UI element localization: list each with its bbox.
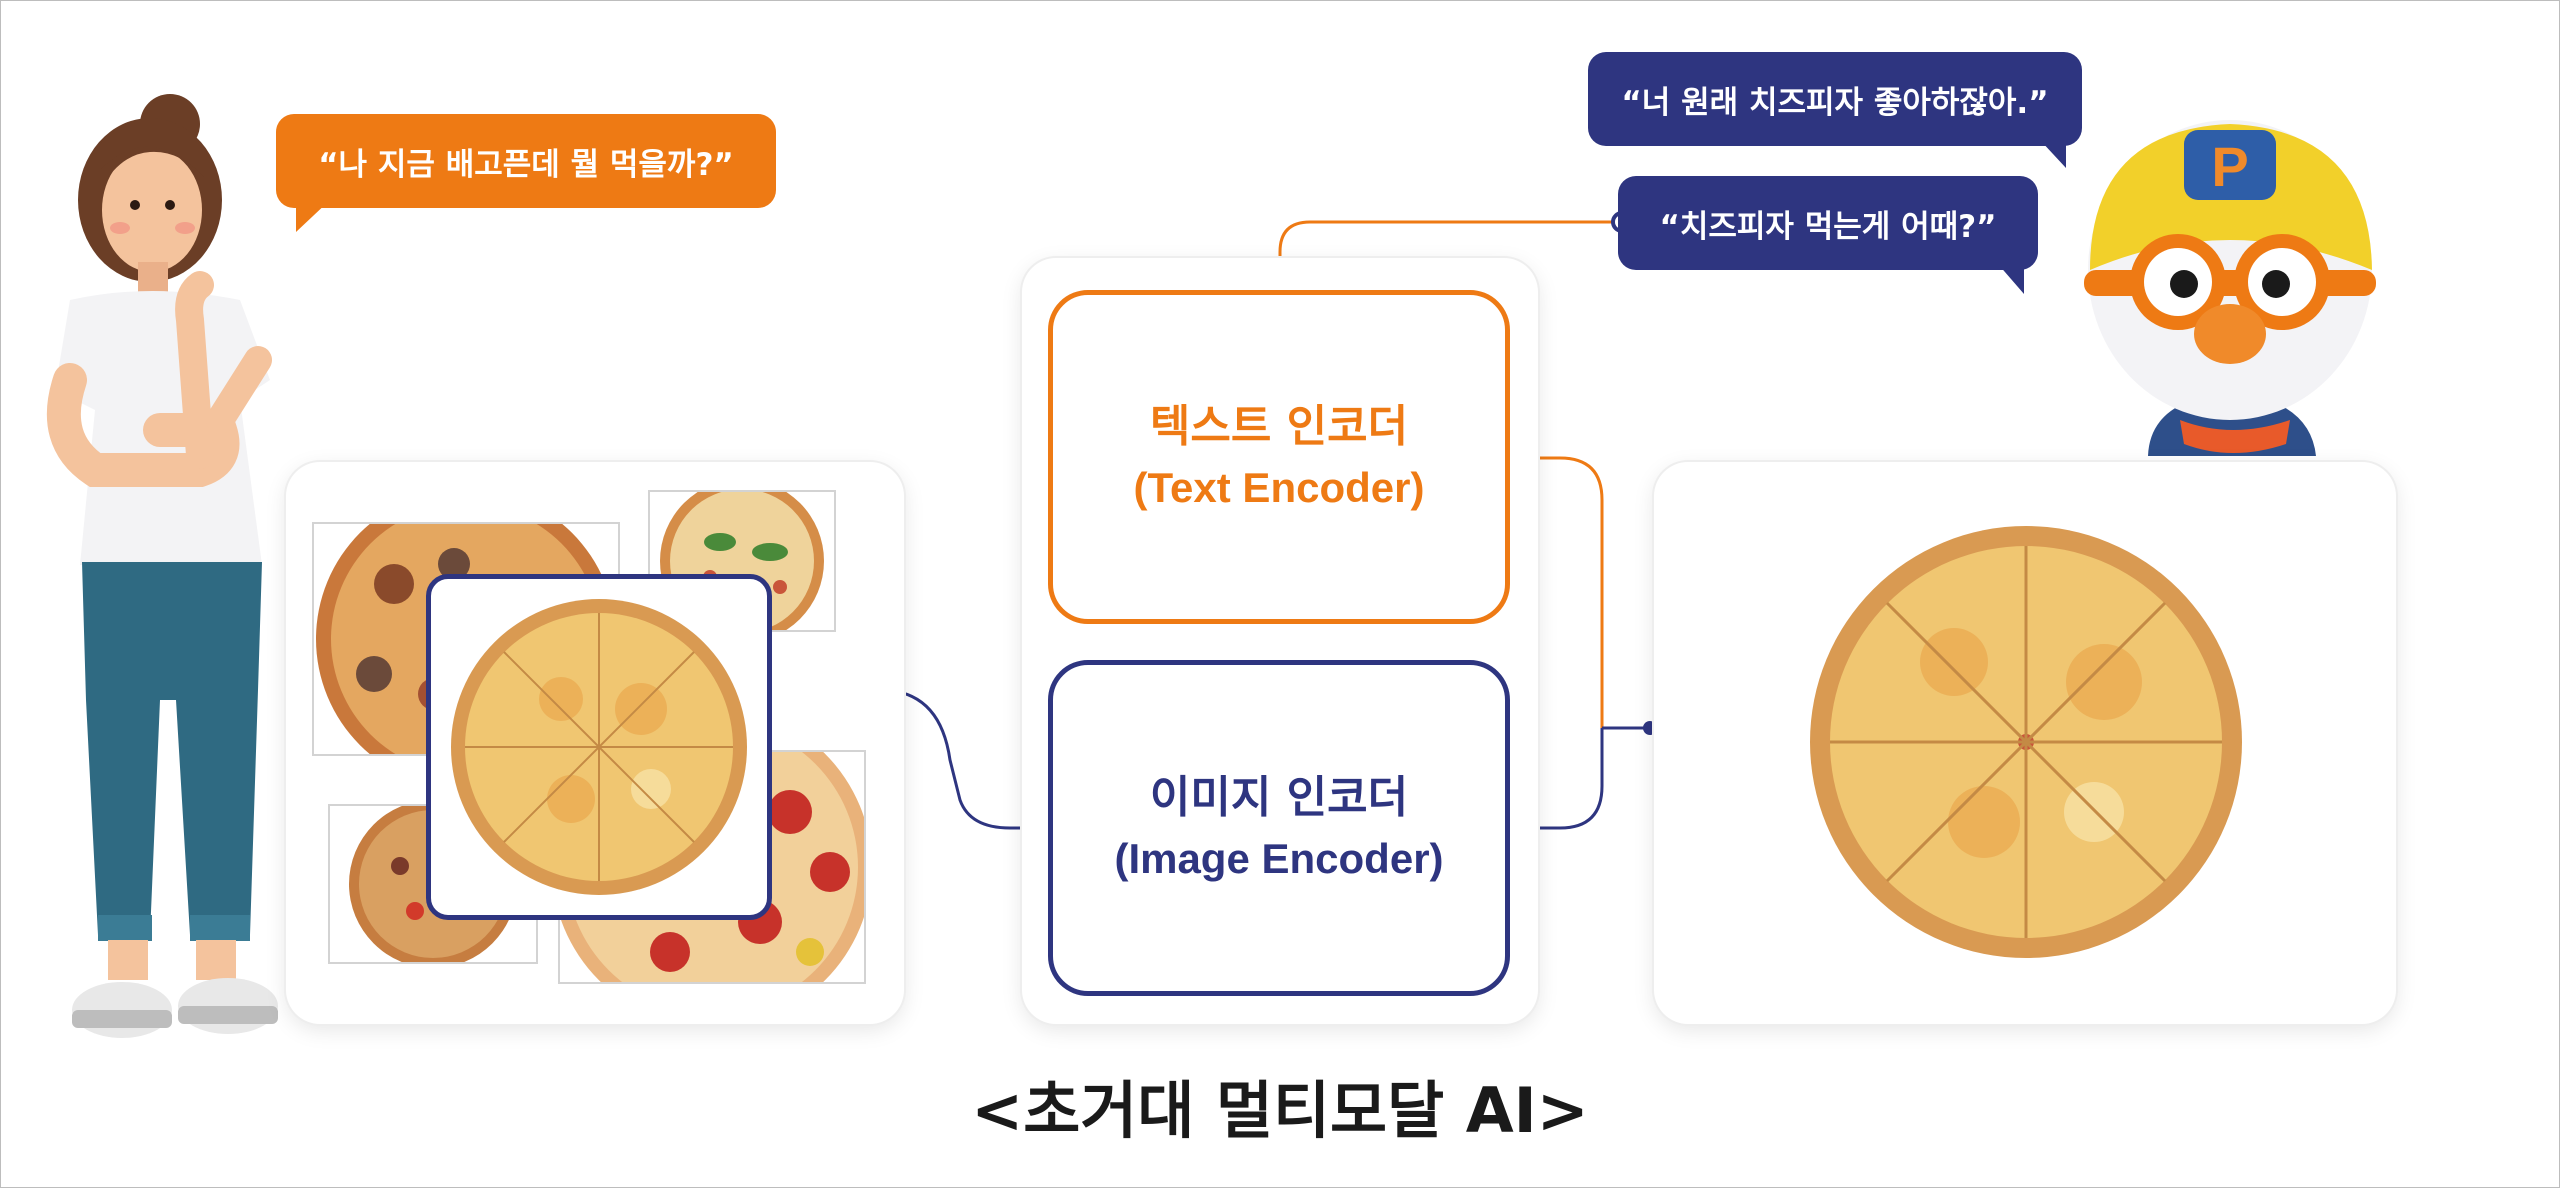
cheese-pizza-icon xyxy=(451,599,747,895)
svg-text:P: P xyxy=(2211,135,2248,198)
line-selected-pizza-to-image-encoder xyxy=(762,688,1052,830)
cheese-pizza-output-icon xyxy=(1810,526,2242,958)
image-encoder-title: 이미지 인코더 xyxy=(1149,771,1409,823)
line-text-encoder-to-merge xyxy=(1510,456,1604,728)
line-text-encoder-to-bubble xyxy=(1278,220,1618,290)
pororo-speech-bottom-text: “치즈피자 먹는게 어때?” xyxy=(1659,208,1997,245)
text-encoder-box: 텍스트 인코더 (Text Encoder) xyxy=(1048,290,1510,624)
person-speech-bubble: “나 지금 배고픈데 뭘 먹을까?” xyxy=(276,114,776,208)
diagram-caption: <초거대 멀티모달 AI> xyxy=(971,1074,1589,1147)
text-encoder-title: 텍스트 인코더 xyxy=(1149,400,1409,452)
output-connector-dot xyxy=(1643,721,1657,735)
pororo-speech-top-text: “너 원래 치즈피자 좋아하잖아.” xyxy=(1621,84,2049,121)
selected-pizza-card xyxy=(426,574,772,920)
image-encoder-subtitle: (Image Encoder) xyxy=(1114,835,1444,883)
image-encoder-box: 이미지 인코더 (Image Encoder) xyxy=(1048,660,1510,996)
person-speech-text: “나 지금 배고픈데 뭘 먹을까?” xyxy=(318,146,734,183)
pororo-speech-bubble-top: “너 원래 치즈피자 좋아하잖아.” xyxy=(1588,52,2082,146)
text-encoder-subtitle: (Text Encoder) xyxy=(1133,464,1425,512)
output-pizza-panel xyxy=(1654,462,2396,1024)
pororo-speech-bubble-bottom: “치즈피자 먹는게 어때?” xyxy=(1618,176,2038,270)
line-image-encoder-to-merge xyxy=(1510,728,1604,830)
